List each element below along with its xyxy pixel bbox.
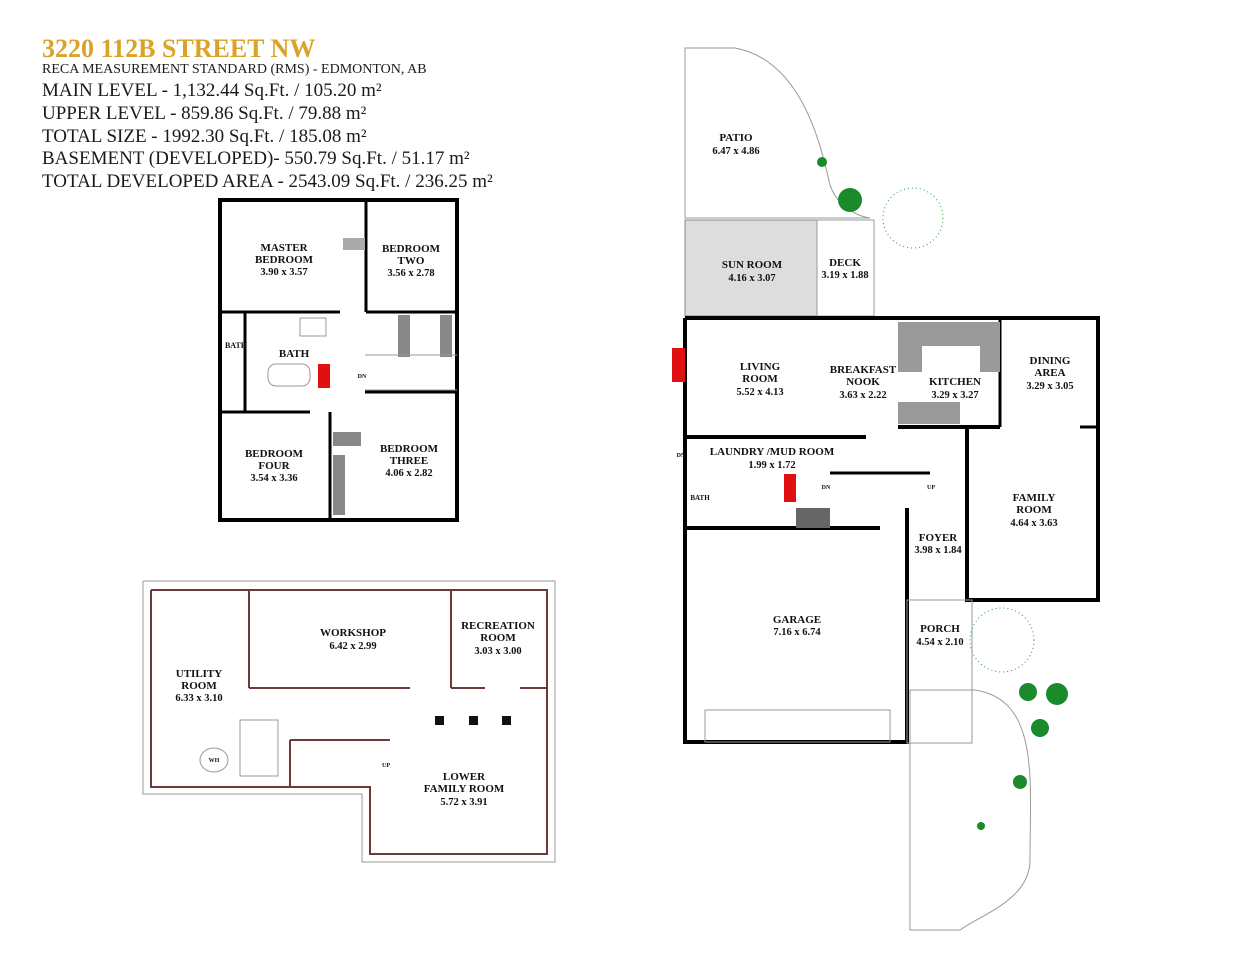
- total-developed-area: TOTAL DEVELOPED AREA - 2543.09 Sq.Ft. / …: [42, 171, 493, 192]
- room-label-bedroom-two: BEDROOM: [382, 243, 441, 255]
- exterior-stairs-down-label: DN: [677, 453, 686, 459]
- room-label-master-bedroom: MASTER: [260, 242, 308, 254]
- main-level-plan: PATIO 6.47 x 4.86 SUN ROOM 4.16 x 3.07 D…: [672, 47, 1100, 931]
- room-dim-lower-family-room: 5.72 x 3.91: [440, 797, 487, 808]
- room-label-bedroom-four: BEDROOM: [245, 448, 304, 460]
- basement-plan: UTILITY ROOM 6.33 x 3.10 WORKSHOP 6.42 x…: [142, 580, 556, 863]
- upper-level-plan: MASTER BEDROOM 3.90 x 3.57 BEDROOM TWO 3…: [218, 198, 459, 522]
- room-label-family-room-2: ROOM: [1016, 504, 1052, 516]
- room-label-bedroom-three-2: THREE: [390, 455, 429, 467]
- room-label-lower-family-room: LOWER: [443, 771, 486, 783]
- room-label-dining-area-2: AREA: [1034, 367, 1065, 379]
- room-dim-sun-room: 4.16 x 3.07: [728, 273, 775, 284]
- room-label-ensuite-bath: BATH: [225, 341, 248, 350]
- room-dim-bedroom-two: 3.56 x 2.78: [387, 268, 434, 279]
- room-dim-breakfast-nook: 3.63 x 2.22: [839, 390, 886, 401]
- upper-level-area: UPPER LEVEL - 859.86 Sq.Ft. / 79.88 m²: [42, 103, 367, 124]
- room-label-garage: GARAGE: [773, 614, 821, 626]
- total-size-area: TOTAL SIZE - 1992.30 Sq.Ft. / 185.08 m²: [42, 126, 367, 147]
- fireplace-main: [672, 348, 685, 382]
- room-label-recreation-room-2: ROOM: [480, 632, 516, 644]
- room-label-breakfast-nook: BREAKFAST: [830, 364, 897, 376]
- room-dim-bedroom-four: 3.54 x 3.36: [250, 473, 297, 484]
- room-label-workshop: WORKSHOP: [320, 627, 386, 639]
- room-dim-dining-area: 3.29 x 3.05: [1026, 381, 1073, 392]
- room-dim-foyer: 3.98 x 1.84: [914, 545, 962, 556]
- room-label-main-bath: BATH: [690, 494, 710, 502]
- room-dim-garage: 7.16 x 6.74: [773, 627, 821, 638]
- room-label-family-room: FAMILY: [1013, 492, 1056, 504]
- room-dim-laundry-mud-room: 1.99 x 1.72: [748, 460, 795, 471]
- stairs-up-label: UP: [382, 763, 390, 769]
- room-label-patio: PATIO: [719, 132, 753, 144]
- measurement-standard: RECA MEASUREMENT STANDARD (RMS) - EDMONT…: [42, 62, 427, 77]
- room-dim-deck: 3.19 x 1.88: [821, 270, 868, 281]
- room-dim-patio: 6.47 x 4.86: [712, 146, 759, 157]
- room-label-living-room: LIVING: [740, 361, 781, 373]
- stairs-up-label: UP: [927, 485, 935, 491]
- basement-area: BASEMENT (DEVELOPED)- 550.79 Sq.Ft. / 51…: [42, 148, 470, 169]
- room-label-recreation-room: RECREATION: [461, 620, 535, 632]
- property-address-title: 3220 112B STREET NW: [42, 34, 316, 63]
- room-label-master-bedroom-2: BEDROOM: [255, 254, 314, 266]
- room-label-sun-room: SUN ROOM: [722, 259, 783, 271]
- room-dim-utility-room: 6.33 x 3.10: [175, 693, 222, 704]
- room-label-bedroom-four-2: FOUR: [258, 460, 290, 472]
- room-dim-workshop: 6.42 x 2.99: [329, 641, 376, 652]
- room-label-utility-room: UTILITY: [176, 668, 223, 680]
- room-label-bedroom-three: BEDROOM: [380, 443, 439, 455]
- main-level-area: MAIN LEVEL - 1,132.44 Sq.Ft. / 105.20 m²: [42, 80, 382, 101]
- room-label-deck: DECK: [829, 257, 861, 269]
- room-dim-bedroom-three: 4.06 x 2.82: [385, 468, 432, 479]
- room-label-living-room-2: ROOM: [742, 373, 778, 385]
- room-label-lower-family-room-2: FAMILY ROOM: [424, 783, 505, 795]
- room-label-breakfast-nook-2: NOOK: [846, 376, 880, 388]
- water-heater-label: WH: [209, 758, 220, 764]
- room-dim-master-bedroom: 3.90 x 3.57: [260, 267, 307, 278]
- room-dim-living-room: 5.52 x 4.13: [736, 387, 783, 398]
- room-label-main-bath: BATH: [279, 348, 310, 360]
- water-heater: [199, 747, 229, 773]
- room-label-bedroom-two-2: TWO: [398, 255, 425, 267]
- room-label-utility-room-2: ROOM: [181, 680, 217, 692]
- room-label-porch: PORCH: [920, 623, 960, 635]
- room-label-kitchen: KITCHEN: [929, 376, 981, 388]
- trees: [817, 157, 1068, 830]
- room-label-laundry-mud-room: LAUNDRY /MUD ROOM: [710, 446, 835, 458]
- stairs-down-label: DN: [358, 374, 367, 380]
- room-dim-recreation-room: 3.03 x 3.00: [474, 646, 521, 657]
- closet-shelf: [343, 238, 365, 250]
- patio-area: [684, 47, 871, 219]
- room-label-dining-area: DINING: [1030, 355, 1071, 367]
- room-label-foyer: FOYER: [919, 532, 959, 544]
- room-dim-porch: 4.54 x 2.10: [916, 637, 963, 648]
- room-dim-family-room: 4.64 x 3.63: [1010, 518, 1057, 529]
- room-dim-kitchen: 3.29 x 3.27: [931, 390, 978, 401]
- stairs-down-label: DN: [822, 485, 831, 491]
- fireplace-upper: [318, 364, 330, 388]
